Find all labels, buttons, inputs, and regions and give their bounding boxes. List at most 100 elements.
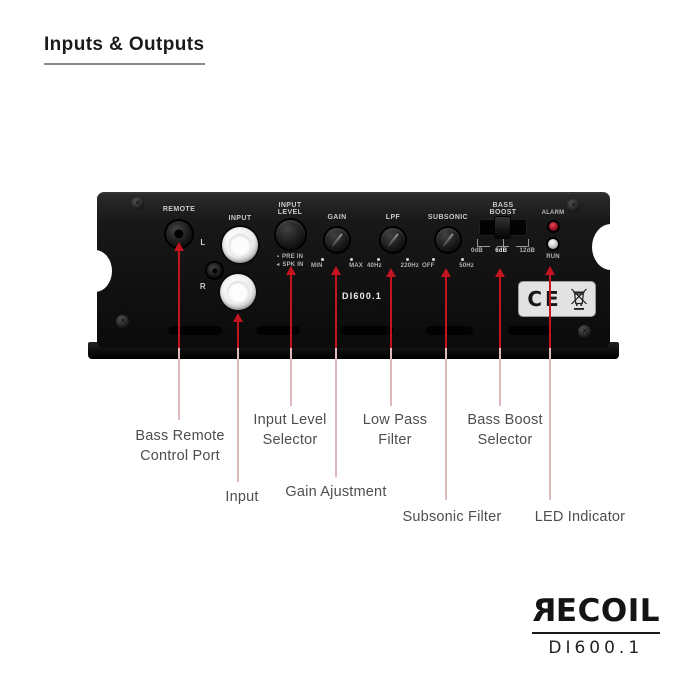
channel-left-label: L [200,238,206,247]
callout-label-bass-remote: Bass Remote Control Port [135,428,225,465]
subsonic-knob-slot [442,232,454,248]
led-group: ALARM RUN [523,210,583,260]
brand-model: DI600.1 [548,638,644,658]
callout-label-input: Input [225,489,259,505]
pre-in-icon: ▪ [276,254,279,260]
callout-arrow [290,274,292,348]
callout-leader [237,348,239,482]
callout-arrow [445,276,447,348]
bass-boost-switch-knob [495,217,510,238]
callout-leader [549,348,551,500]
small-knob-center [211,267,218,274]
input-level-label: INPUT LEVEL [277,202,303,216]
input-level-knob [275,220,305,249]
run-led [548,239,558,249]
pre-in-label: PRE IN [281,254,304,260]
rca-input-right-center [227,281,249,303]
callout-label-lpf: Low Pass Filter [362,412,428,449]
lpf-group: LPF 40Hz 220Hz [361,214,425,269]
gain-dots [321,258,353,261]
callout-leader [499,348,501,406]
lpf-max-label: 220Hz [400,263,419,269]
callout-arrowhead [441,268,451,277]
bass-boost-0db-label: 0dB [471,248,483,254]
callout-leader [445,348,447,500]
subsonic-label: SUBSONIC [427,214,469,221]
callout-leader [178,348,180,420]
vent-slot [426,326,473,335]
lpf-min-label: 40Hz [367,263,382,269]
gain-max-label: MAX [349,263,363,269]
screw-icon: ✕ [131,197,144,210]
small-knob [207,263,222,278]
callout-label-input-level: Input Level Selector [253,412,327,449]
callout-label-bass-boost: Bass Boost Selector [467,412,543,449]
bass-boost-12db-label: 12dB [519,248,535,254]
subsonic-max-label: 50Hz [459,263,474,269]
bass-boost-group: BASS BOOST 0dB 6dB 12dB [463,202,543,254]
callout-arrow [390,276,392,348]
bass-boost-switch [480,217,526,238]
callout-arrowhead [331,266,341,275]
panel-model-label: DI600.1 [342,291,382,301]
brand-logo-rest: ECOIL [555,593,660,629]
brand-logo: RECOIL [531,593,660,634]
spk-in-label: SPK IN [282,262,304,268]
lpf-dots [377,258,409,261]
callout-arrow [335,274,337,348]
spk-in-icon: ◂ [276,262,280,268]
alarm-led [548,222,558,231]
rca-input-left [222,227,258,263]
right-edge-notch [592,224,630,270]
screw-icon: ✕ [578,325,591,338]
amplifier-panel: ✕ ✕ ✕ ✕ REMOTE INPUT L R INPUT LEVEL ▪ P… [78,192,630,348]
lpf-knob-slot [387,232,399,248]
spk-in-option: ◂ SPK IN [258,262,322,268]
brand-block: RECOIL DI600.1 [531,593,660,658]
callout-arrowhead [545,266,555,275]
callout-arrowhead [286,266,296,275]
screw-icon: ✕ [567,199,580,212]
bass-boost-label: BASS BOOST [489,202,517,216]
pre-in-option: ▪ PRE IN [258,254,322,260]
remote-port-hole [174,229,184,239]
callout-arrowhead [233,313,243,322]
subsonic-dots [432,258,464,261]
callout-arrowhead [386,268,396,277]
gain-label: GAIN [327,214,347,221]
callout-label-led: LED Indicator [534,509,626,525]
callout-label-gain: Gain Ajustment [285,484,387,500]
brand-logo-r: R [531,593,556,629]
bass-boost-6db-label: 6dB [495,248,508,254]
callout-arrow [499,276,501,348]
vent-slot [508,326,552,335]
callout-label-subsonic: Subsonic Filter [402,509,502,525]
alarm-label: ALARM [541,210,565,216]
callout-leader [335,348,337,477]
gain-min-label: MIN [311,263,323,269]
page-title: Inputs & Outputs [44,34,205,65]
input-level-group: INPUT LEVEL ▪ PRE IN ◂ SPK IN [258,202,322,268]
vent-slot [340,326,394,335]
lpf-knob [381,228,405,252]
rca-input-left-center [229,234,251,256]
lpf-label: LPF [385,214,401,221]
remote-label: REMOTE [162,206,196,213]
screw-icon: ✕ [116,315,129,328]
callout-arrow [178,250,180,348]
ce-sticker: CE [519,282,595,316]
channel-right-label: R [199,282,207,291]
callout-leader [290,348,292,406]
callout-arrow [549,274,551,348]
vent-slot [256,326,300,335]
callout-arrow [237,321,239,348]
run-label: RUN [546,254,560,260]
gain-knob [325,228,349,252]
vent-slot [168,326,222,335]
gain-knob-slot [331,232,343,248]
input-label: INPUT [228,215,252,222]
subsonic-knob [436,228,460,252]
bass-boost-position-marks [477,239,529,247]
callout-leader [390,348,392,406]
weee-icon [570,288,587,310]
